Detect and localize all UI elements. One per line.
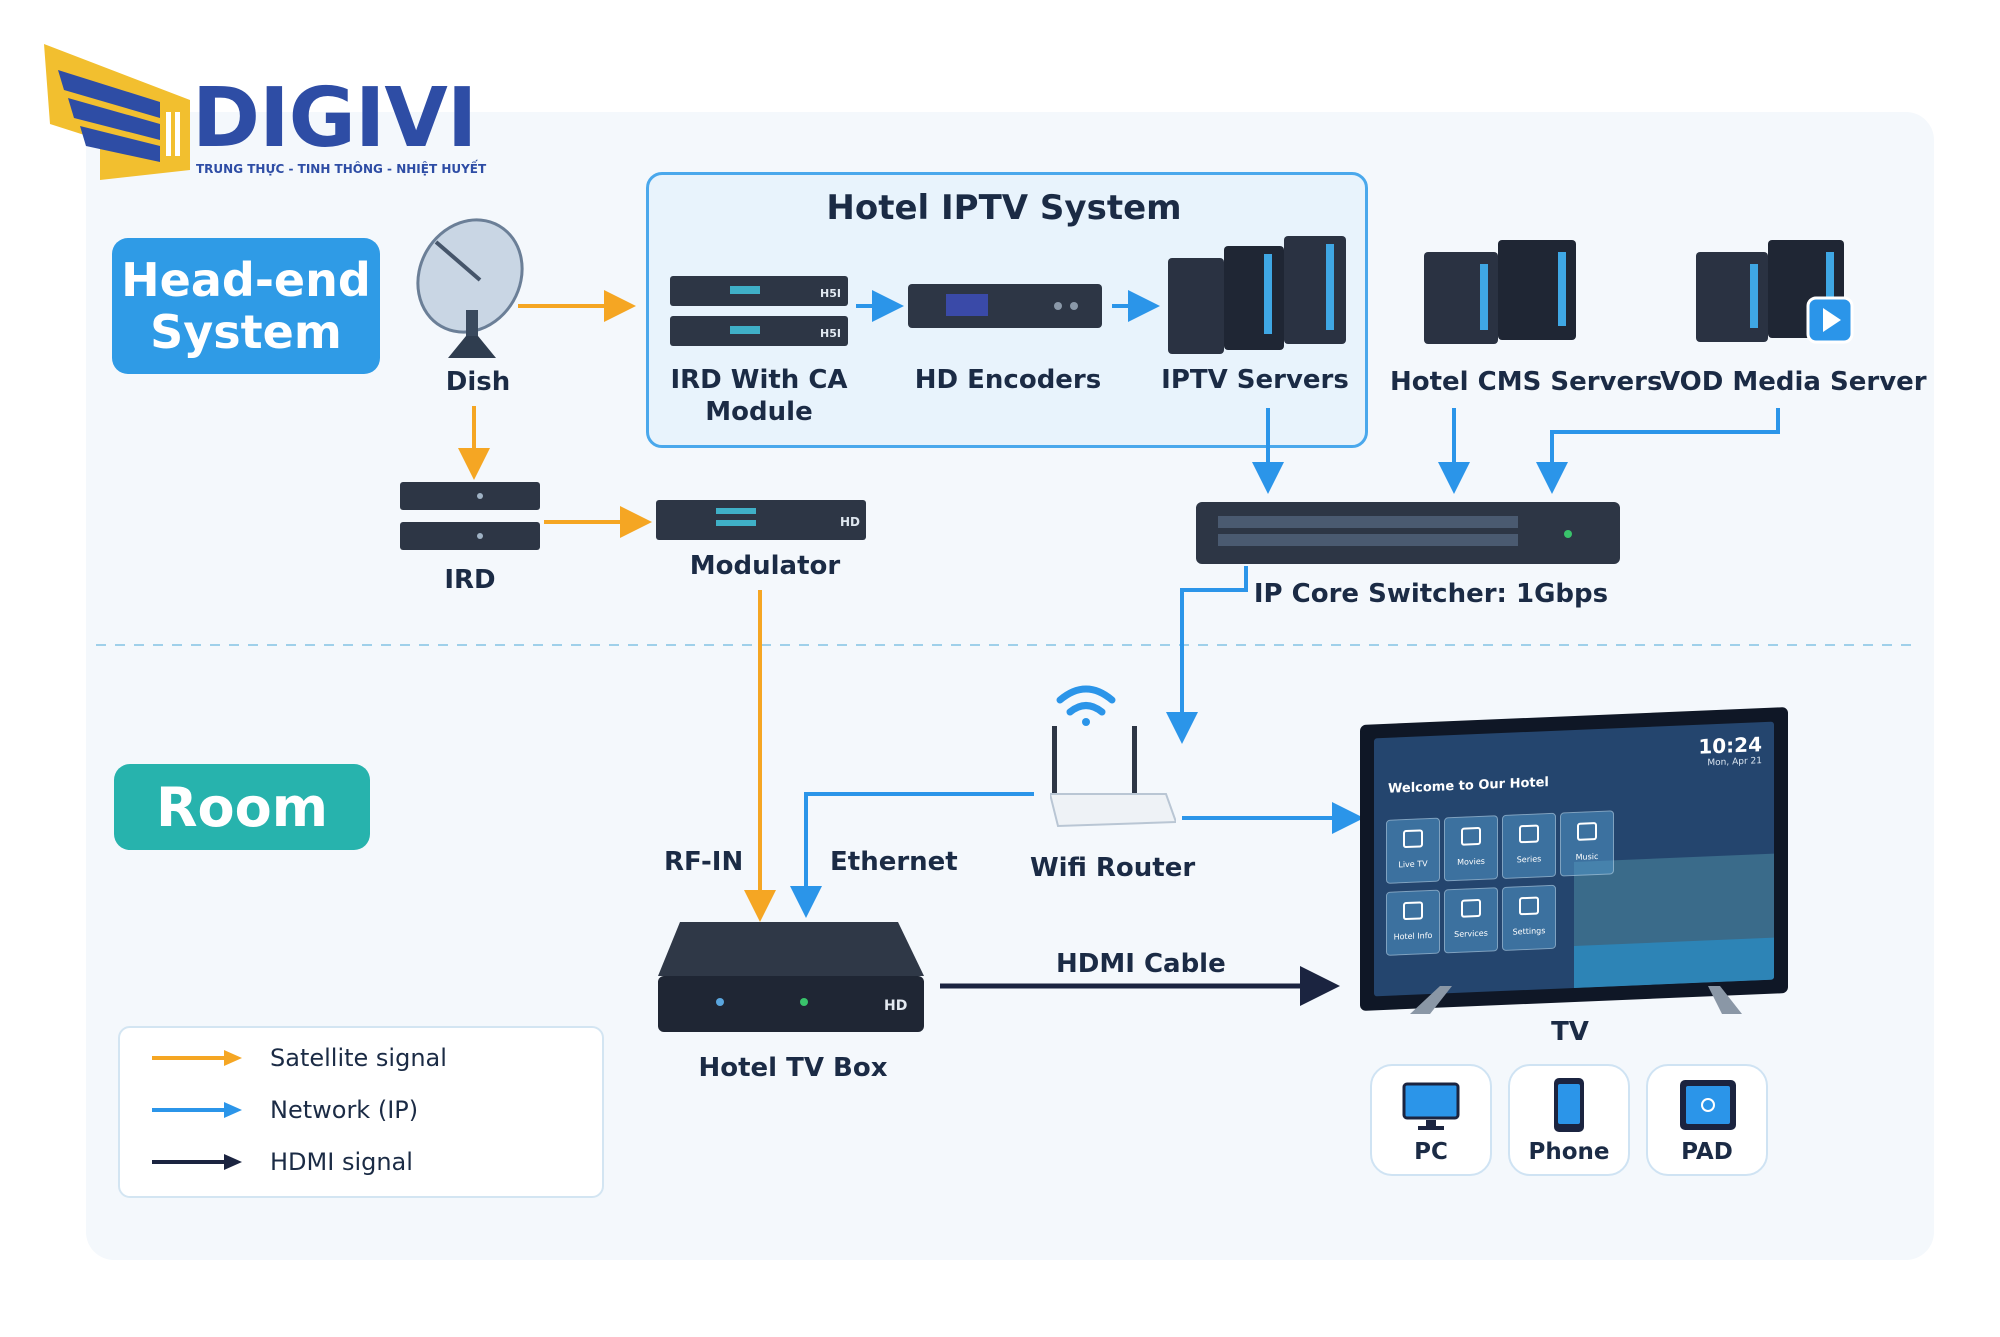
phone-label: Phone (1528, 1139, 1610, 1165)
legend-hdmi-label: HDMI signal (270, 1148, 413, 1176)
hotel-info-icon (1403, 901, 1423, 921)
tv-tile-music[interactable]: Music (1560, 810, 1614, 877)
vod-server-label: VOD Media Server (1660, 367, 1927, 397)
tablet-icon (1680, 1080, 1736, 1130)
arrow-vod-to-switch (1536, 408, 1780, 494)
legend-satellite-label: Satellite signal (270, 1044, 447, 1072)
logo-wordmark: DIGIVI (192, 71, 477, 166)
tv-stand (1410, 986, 1742, 1014)
legend-network-arrow-icon (152, 1102, 242, 1118)
tv-tile-label: Hotel Info (1393, 930, 1433, 942)
tv-label: TV (1551, 1017, 1589, 1047)
hdmi-cable-label: HDMI Cable (1056, 949, 1226, 979)
phone-device-card: Phone (1508, 1064, 1630, 1176)
core-switch-label: IP Core Switcher: 1Gbps (1253, 579, 1609, 609)
tv-tile-series[interactable]: Series (1502, 812, 1556, 880)
logo-tagline: TRUNG THỰC - TINH THÔNG - NHIỆT HUYẾT (196, 162, 487, 176)
live-tv-icon (1403, 829, 1423, 849)
pc-device-card: PC (1370, 1064, 1492, 1176)
tvbox-badge: HD (884, 998, 907, 1014)
headend-section-label: Head-end System (112, 238, 380, 374)
modulator-label: Modulator (689, 551, 841, 581)
phone-icon (1554, 1078, 1584, 1132)
hotel-tv-screen: Welcome to Our Hotel 10:24 Mon, Apr 21 L… (1360, 707, 1788, 1011)
tv-tile-movies[interactable]: Movies (1444, 815, 1498, 882)
tv-tile-label: Series (1516, 854, 1542, 865)
hd-encoder-device (908, 284, 1102, 328)
tv-tile-label: Music (1575, 851, 1599, 862)
tv-tile-label: Live TV (1398, 859, 1428, 870)
arrow-router-to-tvbox (790, 792, 1034, 918)
core-switch-device (1196, 502, 1620, 564)
cms-servers-device (1424, 240, 1576, 344)
hotel-tv-box-device: HD (658, 922, 924, 1032)
rf-in-label: RF-IN (664, 847, 744, 877)
digivi-logo-icon (44, 44, 190, 180)
pc-icon (1402, 1082, 1460, 1130)
legend-item-hdmi: HDMI signal (150, 1146, 413, 1178)
tv-display: Welcome to Our Hotel 10:24 Mon, Apr 21 L… (1374, 721, 1774, 997)
ird-badge-bottom: H5I (820, 327, 841, 340)
modulator-badge: HD (840, 515, 860, 529)
tv-tile-hotel-info[interactable]: Hotel Info (1386, 889, 1440, 956)
tv-tile-live-tv[interactable]: Live TV (1386, 817, 1440, 884)
legend-item-satellite: Satellite signal (150, 1042, 447, 1074)
iptv-servers-label: IPTV Servers (1161, 365, 1349, 395)
tv-date: Mon, Apr 21 (1707, 756, 1762, 769)
cms-servers-label: Hotel CMS Servers (1390, 367, 1663, 397)
ethernet-label: Ethernet (830, 847, 958, 877)
ird-ca-label: IRD With CA Module (670, 365, 848, 427)
legend-item-network: Network (IP) (150, 1094, 418, 1126)
services-icon (1461, 898, 1481, 918)
modulator-device: HD (656, 500, 866, 540)
dish-label: Dish (445, 367, 511, 397)
settings-icon (1519, 896, 1539, 916)
wifi-router-device (1050, 726, 1176, 828)
wifi-signal-icon (1056, 685, 1116, 726)
pad-label: PAD (1681, 1139, 1733, 1165)
music-icon (1577, 822, 1597, 841)
legend-hdmi-arrow-icon (152, 1154, 242, 1170)
tv-tile-label: Movies (1457, 856, 1485, 867)
series-icon (1519, 824, 1539, 844)
pc-label: PC (1414, 1139, 1448, 1165)
tv-welcome-text: Welcome to Our Hotel (1388, 775, 1549, 797)
hd-encoders-label: HD Encoders (914, 365, 1102, 395)
ird-device (400, 482, 540, 550)
legend-box: Satellite signal Network (IP) HDMI signa… (118, 1026, 604, 1198)
movies-icon (1461, 826, 1481, 846)
legend-network-label: Network (IP) (270, 1096, 419, 1124)
tv-box-label: Hotel TV Box (698, 1053, 888, 1083)
iptv-servers-device (1168, 236, 1346, 354)
tv-tile-label: Services (1454, 928, 1488, 940)
ird-ca-module-device: H5I H5I (670, 276, 848, 346)
legend-satellite-arrow-icon (152, 1050, 242, 1066)
pad-device-card: PAD (1646, 1064, 1768, 1176)
room-section-label: Room (114, 764, 370, 850)
wifi-router-label: Wifi Router (1030, 853, 1196, 883)
ird-badge-top: H5I (820, 287, 841, 300)
tv-tile-services[interactable]: Services (1444, 887, 1498, 954)
tv-tile-label: Settings (1512, 926, 1546, 937)
satellite-dish-icon (416, 218, 524, 358)
ird-label: IRD (444, 565, 496, 595)
vod-server-device (1696, 240, 1854, 344)
iptv-system-title: Hotel IPTV System (826, 188, 1182, 228)
tv-clock: 10:24 (1698, 732, 1762, 759)
tv-tile-settings[interactable]: Settings (1502, 884, 1556, 952)
arrow-switch-to-router (1166, 566, 1248, 744)
